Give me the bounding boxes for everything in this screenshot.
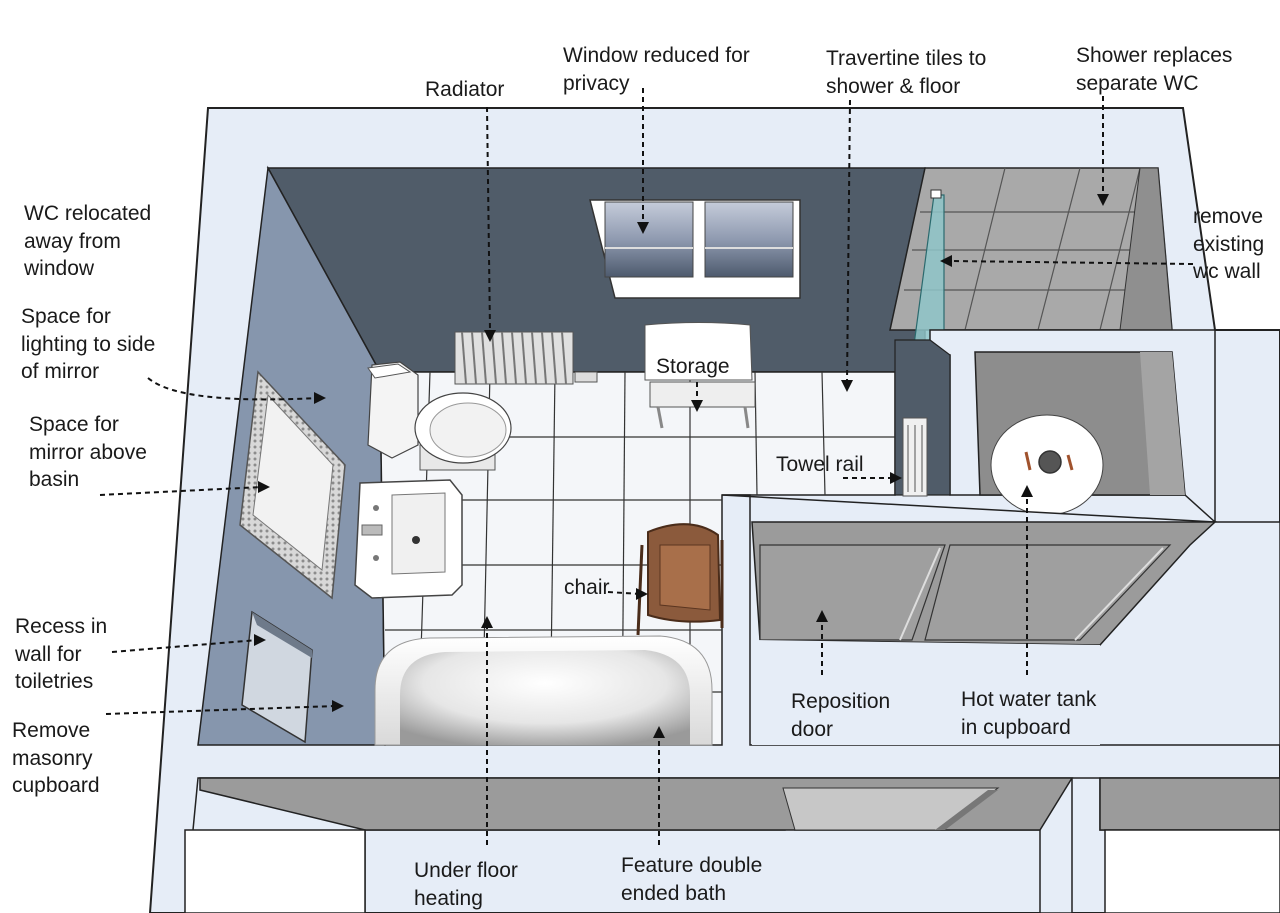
label-travertine: Travertine tiles to shower & floor [826, 47, 987, 98]
toilet-icon [367, 361, 512, 471]
label-storage: Storage [656, 355, 730, 378]
label-shower: Shower replaces separate WC [1076, 44, 1233, 95]
label-bath: Feature double ended bath [621, 854, 763, 905]
leader-lines [99, 88, 1194, 845]
label-mirror: Space for mirror above basin [29, 413, 147, 491]
towel-rail-icon [902, 417, 928, 497]
label-hot-water: Hot water tank in cupboard [961, 688, 1097, 739]
label-underfloor: Under floor heating [414, 859, 518, 910]
label-recess: Recess in wall for toiletries [15, 615, 108, 693]
storage-bench-icon [644, 322, 756, 429]
label-towel-rail: Towel rail [776, 453, 864, 476]
label-lighting: Space for lighting to side of mirror [21, 305, 156, 383]
label-remove-wc-wall: remove existing wc wall [1193, 205, 1265, 283]
hot-water-cupboard [974, 351, 1186, 516]
label-radiator: Radiator [425, 78, 505, 101]
arrowheads [254, 194, 1109, 738]
radiator-icon [454, 331, 598, 385]
cupboard-block [721, 494, 1280, 746]
mirror-icon [239, 370, 346, 600]
bath-icon [374, 635, 713, 746]
label-reposition-door: Reposition door [791, 690, 891, 741]
label-wc: WC relocated away from window [24, 202, 152, 280]
window-icon [589, 199, 801, 299]
label-window: Window reduced for privacy [563, 44, 750, 95]
label-masonry: Remove masonry cupboard [12, 719, 100, 797]
basin-icon [354, 479, 463, 599]
back-wall [266, 167, 926, 373]
label-chair: chair [564, 576, 610, 599]
bottom-wall [184, 777, 1280, 913]
